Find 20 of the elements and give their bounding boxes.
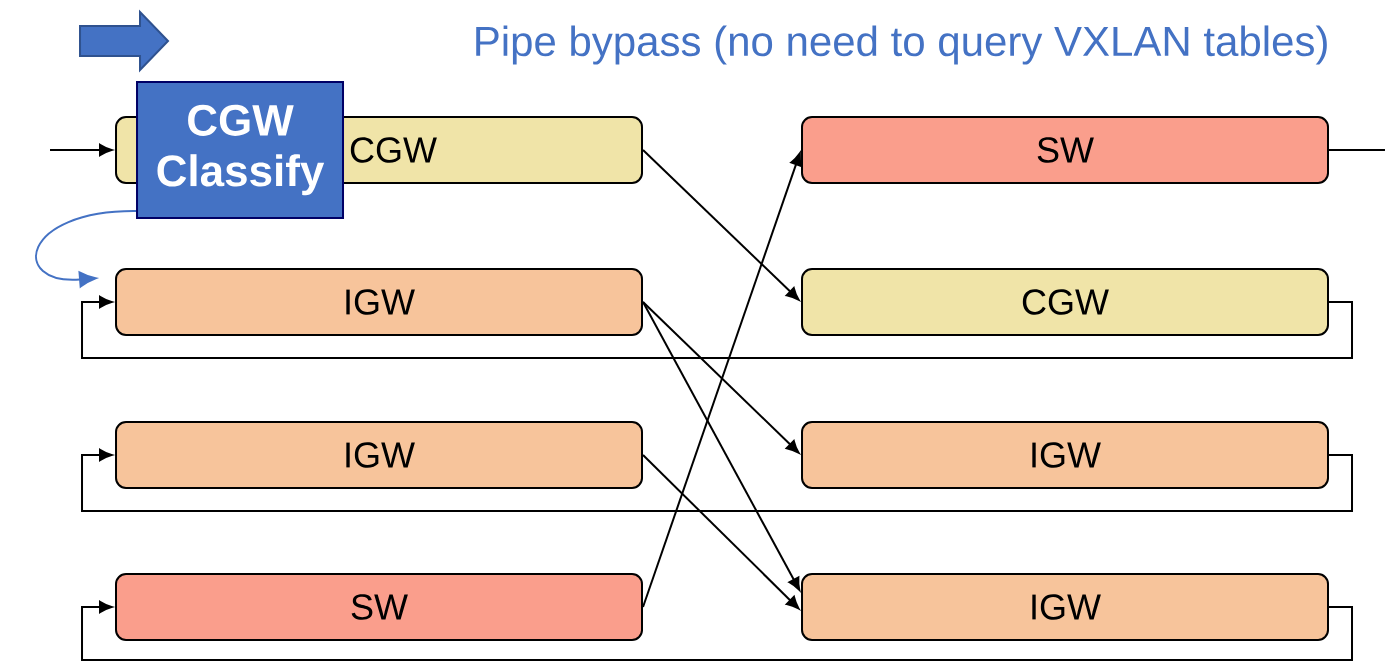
legend-text: Pipe bypass (no need to query VXLAN tables) — [476, 25, 1327, 65]
arrow — [81, 295, 1353, 359]
curved-arrow — [35, 210, 137, 288]
process-box: SW — [801, 116, 1329, 184]
process-box: IGW — [115, 421, 643, 489]
process-box: IGW — [801, 573, 1329, 641]
process-box: CGW — [801, 268, 1329, 336]
classify-box: CGW Classify — [136, 81, 344, 219]
arrow — [642, 301, 800, 454]
arrow — [49, 143, 113, 157]
arrow — [642, 152, 802, 608]
process-box: IGW — [801, 421, 1329, 489]
arrow — [642, 301, 801, 591]
process-box: IGW — [115, 268, 643, 336]
arrow — [81, 600, 1353, 661]
connector-line — [1328, 149, 1385, 151]
arrow — [81, 448, 1353, 512]
process-box: SW — [115, 573, 643, 641]
arrow — [642, 149, 800, 301]
arrow — [642, 454, 800, 610]
